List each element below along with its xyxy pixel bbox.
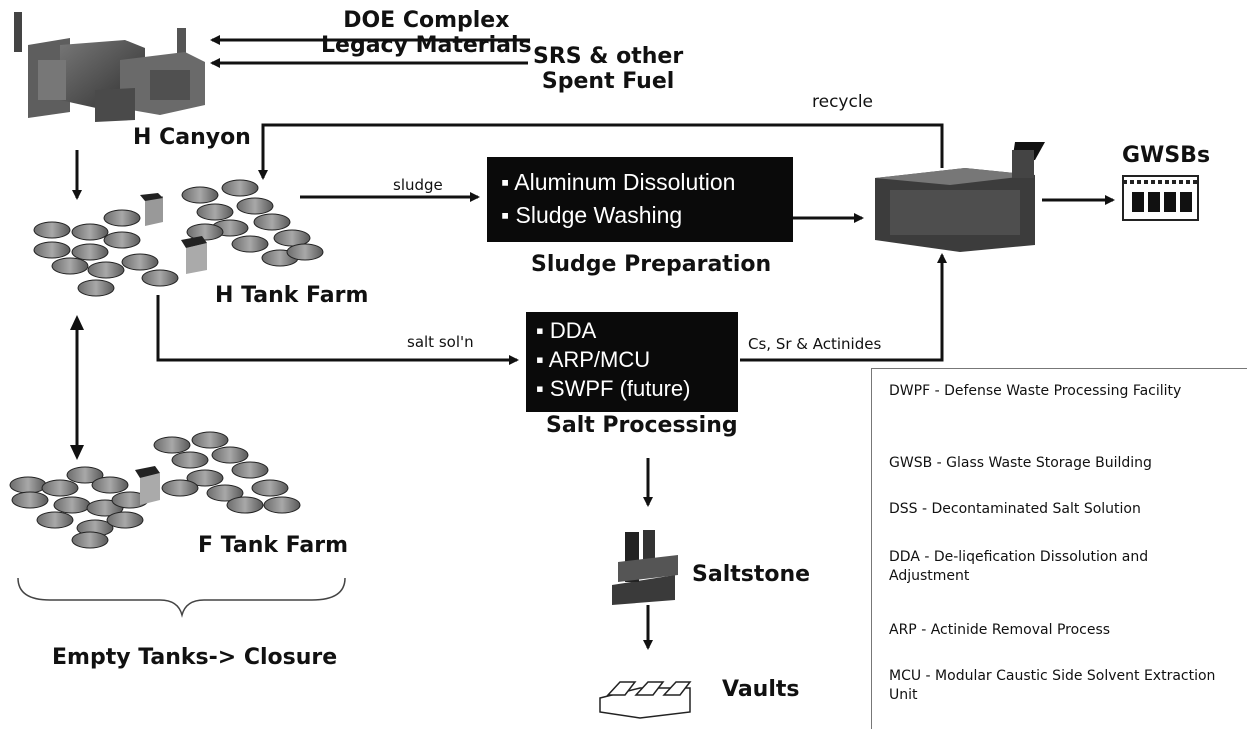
- sludge-flow-label: sludge: [393, 176, 443, 194]
- h-tank-farm-label: H Tank Farm: [215, 283, 369, 308]
- f-tank-farm-label: F Tank Farm: [198, 533, 349, 558]
- f-tank-farm-tanks-icon: [9, 431, 301, 549]
- vaults-icon: [599, 681, 692, 719]
- recycle-arrow: [258, 123, 944, 180]
- swpf-item: ▪ SWPF (future): [536, 376, 691, 401]
- spent-fuel-text: Spent Fuel: [541, 69, 675, 94]
- legend-entry-dwpf: DWPF - Defense Waste Processing Facility: [889, 383, 1182, 399]
- closure-brace: [17, 577, 346, 618]
- arp-mcu-item: ▪ ARP/MCU: [536, 347, 651, 372]
- dwpf-building-icon: [875, 142, 1045, 252]
- sludge-preparation-box: ▪ Aluminum Dissolution ▪ Sludge Washing: [487, 157, 793, 242]
- h-tank-farm-tanks-icon: [33, 179, 324, 297]
- empty-tanks-label: Empty Tanks-> Closure: [52, 645, 338, 670]
- salt-processing-box: ▪ DDA ▪ ARP/MCU ▪ SWPF (future): [526, 312, 738, 412]
- gwsbs-label: GWSBs: [1122, 143, 1211, 168]
- vaults-label: Vaults: [722, 677, 800, 702]
- salt-processing-caption: Salt Processing: [546, 413, 738, 438]
- srs-other-text: SRS & other: [533, 44, 684, 69]
- dda-item: ▪ DDA: [536, 318, 597, 343]
- legend-entry-dss: DSS - Decontaminated Salt Solution: [889, 501, 1141, 517]
- sludge-preparation-caption: Sludge Preparation: [531, 252, 772, 277]
- legend-entry-gwsb: GWSB - Glass Waste Storage Building: [889, 455, 1152, 471]
- sludge-washing-item: ▪ Sludge Washing: [501, 202, 683, 228]
- legend-entry-dda: DDA - De-liqefication Dissolution and Ad…: [889, 549, 1149, 584]
- saltstone-label: Saltstone: [692, 562, 811, 587]
- h-canyon-label: H Canyon: [133, 125, 251, 150]
- doe-complex-text: DOE Complex: [343, 8, 510, 33]
- salt-solution-arrow: [156, 295, 519, 365]
- legacy-materials-text: Legacy Materials: [321, 33, 532, 58]
- cs-sr-actinides-arrow: [740, 253, 947, 362]
- doe-legacy-label: DOE Complex Legacy Materials: [321, 8, 532, 58]
- srs-spent-fuel-label: SRS & other Spent Fuel: [533, 44, 683, 94]
- aluminum-dissolution-item: ▪ Aluminum Dissolution: [501, 169, 736, 195]
- gwsb-building-icon: [1122, 175, 1199, 221]
- acronym-legend: DWPF - Defense Waste Processing Facility…: [871, 368, 1247, 729]
- saltstone-facility-icon: [612, 530, 678, 605]
- recycle-flow-label: recycle: [812, 92, 874, 112]
- flow-arrows: [72, 35, 1115, 650]
- salt-solution-flow-label: salt sol'n: [407, 333, 474, 351]
- h-canyon-building-icon: [14, 12, 205, 122]
- double-arrow-down-head: [70, 445, 84, 460]
- legend-entry-mcu: MCU - Modular Caustic Side Solvent Extra…: [889, 668, 1216, 703]
- double-arrow-up-head: [70, 315, 84, 330]
- legend-entry-arp: ARP - Actinide Removal Process: [889, 622, 1111, 638]
- cs-sr-actinides-flow-label: Cs, Sr & Actinides: [748, 335, 882, 353]
